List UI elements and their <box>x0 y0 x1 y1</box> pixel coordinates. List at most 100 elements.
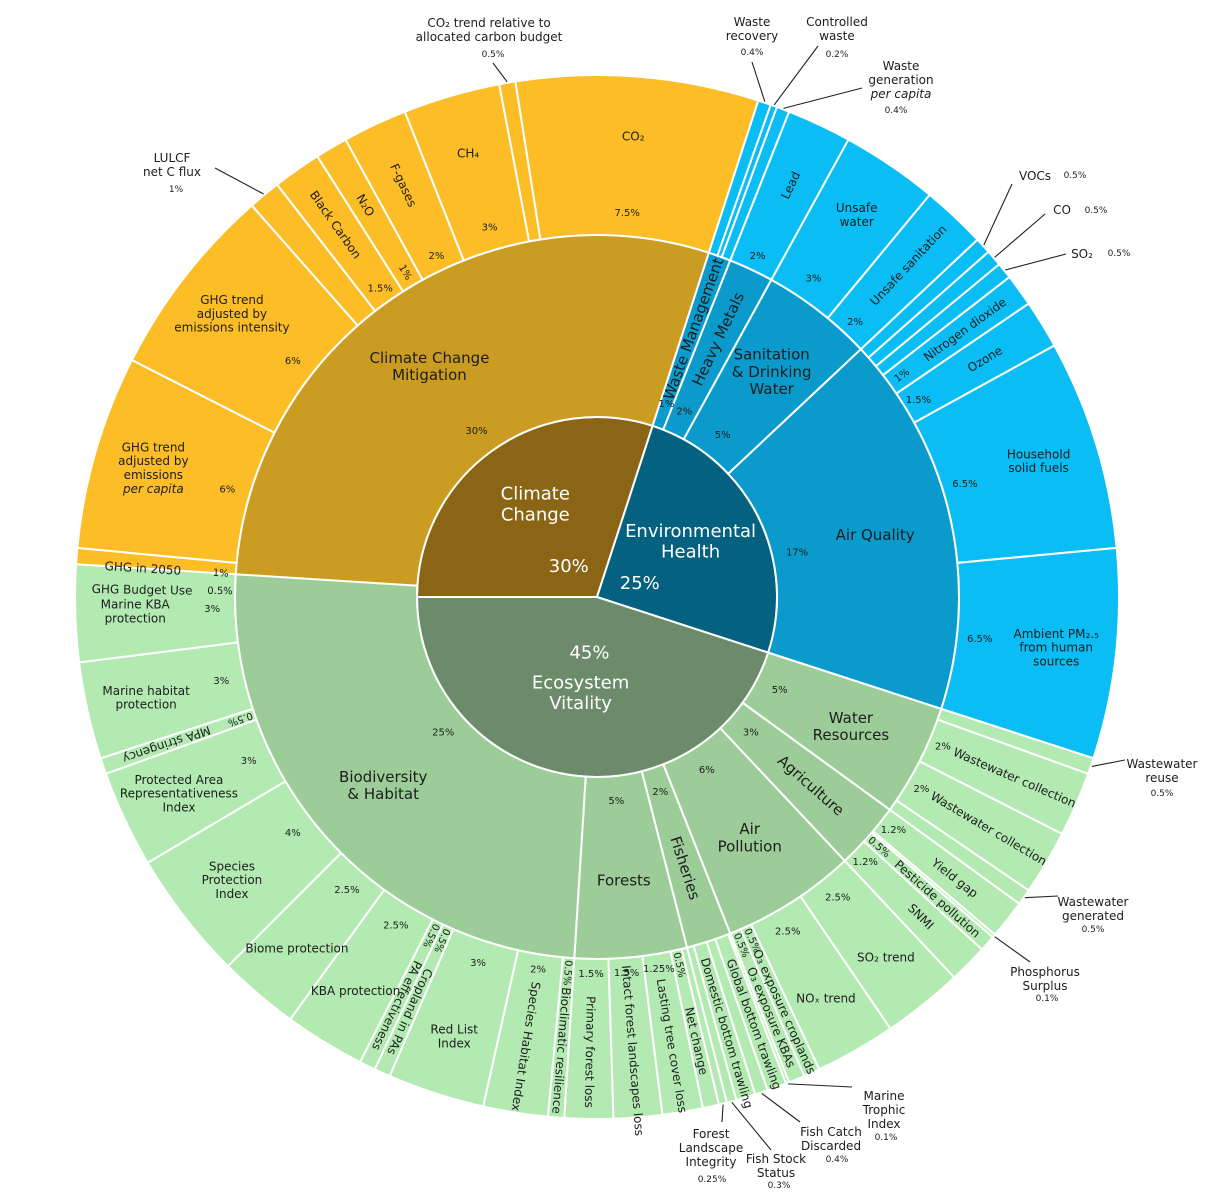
outer-label-biome-protection: Biome protection <box>245 941 348 955</box>
leader-line <box>783 87 863 109</box>
outer-pct-co: 7.5% <box>615 208 640 219</box>
callout-pct-lulcf-net-c-flux: 1% <box>169 185 184 195</box>
segments <box>73 74 1120 1120</box>
outer-pct-ghg-trend-adjusted-by-emissions-per-capita: 6% <box>219 484 235 495</box>
inner-pct-climate-change: 30% <box>549 556 589 577</box>
outer-label-co: CO₂ <box>622 129 645 143</box>
outer-pct-ghg-budget-use: 0.5% <box>207 585 233 596</box>
middle-pct-agriculture: 3% <box>743 727 759 738</box>
callout-label-co: CO <box>1053 203 1071 217</box>
leader-line <box>994 936 1031 963</box>
outer-segment-marine-kba-protection <box>74 563 239 664</box>
outer-pct-unsafe-water: 3% <box>805 273 821 284</box>
outer-pct-species-protection-index: 4% <box>285 827 301 838</box>
leader-line <box>731 1101 772 1151</box>
leader-line <box>994 213 1046 258</box>
callout-pct-vocs: 0.5% <box>1064 171 1087 181</box>
outer-pct-marine-habitat-protection: 3% <box>213 675 229 686</box>
outer-pct-marine-kba-protection: 3% <box>204 604 220 615</box>
outer-pct-species-habitat-index: 2% <box>530 964 546 975</box>
middle-pct-heavy-metals: 2% <box>676 406 692 417</box>
middle-pct-air-quality: 17% <box>786 547 808 558</box>
outer-pct-primary-forest-loss: 1.5% <box>578 968 603 979</box>
leader-line <box>1005 253 1067 271</box>
outer-pct-lasting-tree-cover-loss: 1.25% <box>643 963 675 974</box>
middle-pct-water-resources: 5% <box>772 685 788 696</box>
callout-pct-waste-generation-per-capita: 0.4% <box>885 106 908 116</box>
middle-pct-climate-change-mitigation: 30% <box>465 426 487 437</box>
outer-pct-wastewater-collection: 2% <box>914 783 930 794</box>
outer-pct-unsafe-sanitation: 2% <box>847 317 863 328</box>
outer-pct-net-change: 0.5% <box>671 951 687 978</box>
middle-pct-sanitation-drinking-water: 5% <box>715 430 731 441</box>
outer-pct-ghg-trend-adjusted-by-emissions-intensity: 6% <box>285 356 301 367</box>
callout-pct-phosphorus-surplus: 0.1% <box>1036 994 1059 1004</box>
outer-pct-lead: 2% <box>750 250 766 261</box>
callout-pct-co-trend-relative-to-allocated-carbon-budget: 0.5% <box>482 50 505 60</box>
outer-pct-yield-gap: 1.2% <box>881 824 906 835</box>
leader-line <box>761 1092 801 1123</box>
callout-pct-waste-recovery: 0.4% <box>741 48 764 58</box>
outer-pct-ch: 3% <box>482 222 498 233</box>
outer-pct-kba-protection: 2.5% <box>383 920 408 931</box>
callout-pct-wastewater-generated: 0.5% <box>1082 925 1105 935</box>
outer-pct-ghg-in-2050: 1% <box>212 567 229 579</box>
middle-pct-biodiversity-habitat: 25% <box>432 727 454 738</box>
outer-pct-snmi: 1.2% <box>853 856 878 867</box>
leader-line <box>492 62 508 83</box>
outer-label-ghg-budget-use: GHG Budget Use <box>92 582 193 598</box>
leader-line <box>721 1104 724 1123</box>
outer-pct-f-gases: 2% <box>429 250 445 261</box>
callout-pct-so: 0.5% <box>1108 249 1131 259</box>
outer-pct-biome-protection: 2.5% <box>334 884 359 895</box>
middle-label-forests: Forests <box>597 872 651 890</box>
outer-pct-household-solid-fuels: 6.5% <box>952 478 977 489</box>
callout-pct-fish-catch-discarded: 0.4% <box>826 1155 849 1165</box>
callout-pct-co: 0.5% <box>1085 206 1108 216</box>
leader-line <box>787 1083 853 1088</box>
outer-pct-wastewater-collection: 2% <box>935 741 951 752</box>
outer-pct-ambient-pm-from-human-sources: 6.5% <box>967 634 992 645</box>
leader-line <box>1091 759 1126 767</box>
callout-pct-controlled-waste: 0.2% <box>826 50 849 60</box>
middle-pct-waste-management: 1% <box>659 399 675 410</box>
callout-label-so: SO₂ <box>1071 247 1093 261</box>
outer-pct-bioclimatic-resilience: 0.5% <box>561 960 574 986</box>
outer-pct-ozone: 1.5% <box>906 395 931 406</box>
outer-label-so-trend: SO₂ trend <box>857 951 915 965</box>
outer-pct-protected-area-representativeness-index: 3% <box>241 755 257 766</box>
inner-pct-ecosystem-vitality: 45% <box>569 642 609 663</box>
callout-pct-fish-stock-status: 0.3% <box>768 1181 791 1191</box>
outer-label-kba-protection: KBA protection <box>311 984 400 998</box>
middle-label-biodiversity-habitat: Biodiversity& Habitat <box>339 768 427 803</box>
callout-pct-wastewater-reuse: 0.5% <box>1151 789 1174 799</box>
